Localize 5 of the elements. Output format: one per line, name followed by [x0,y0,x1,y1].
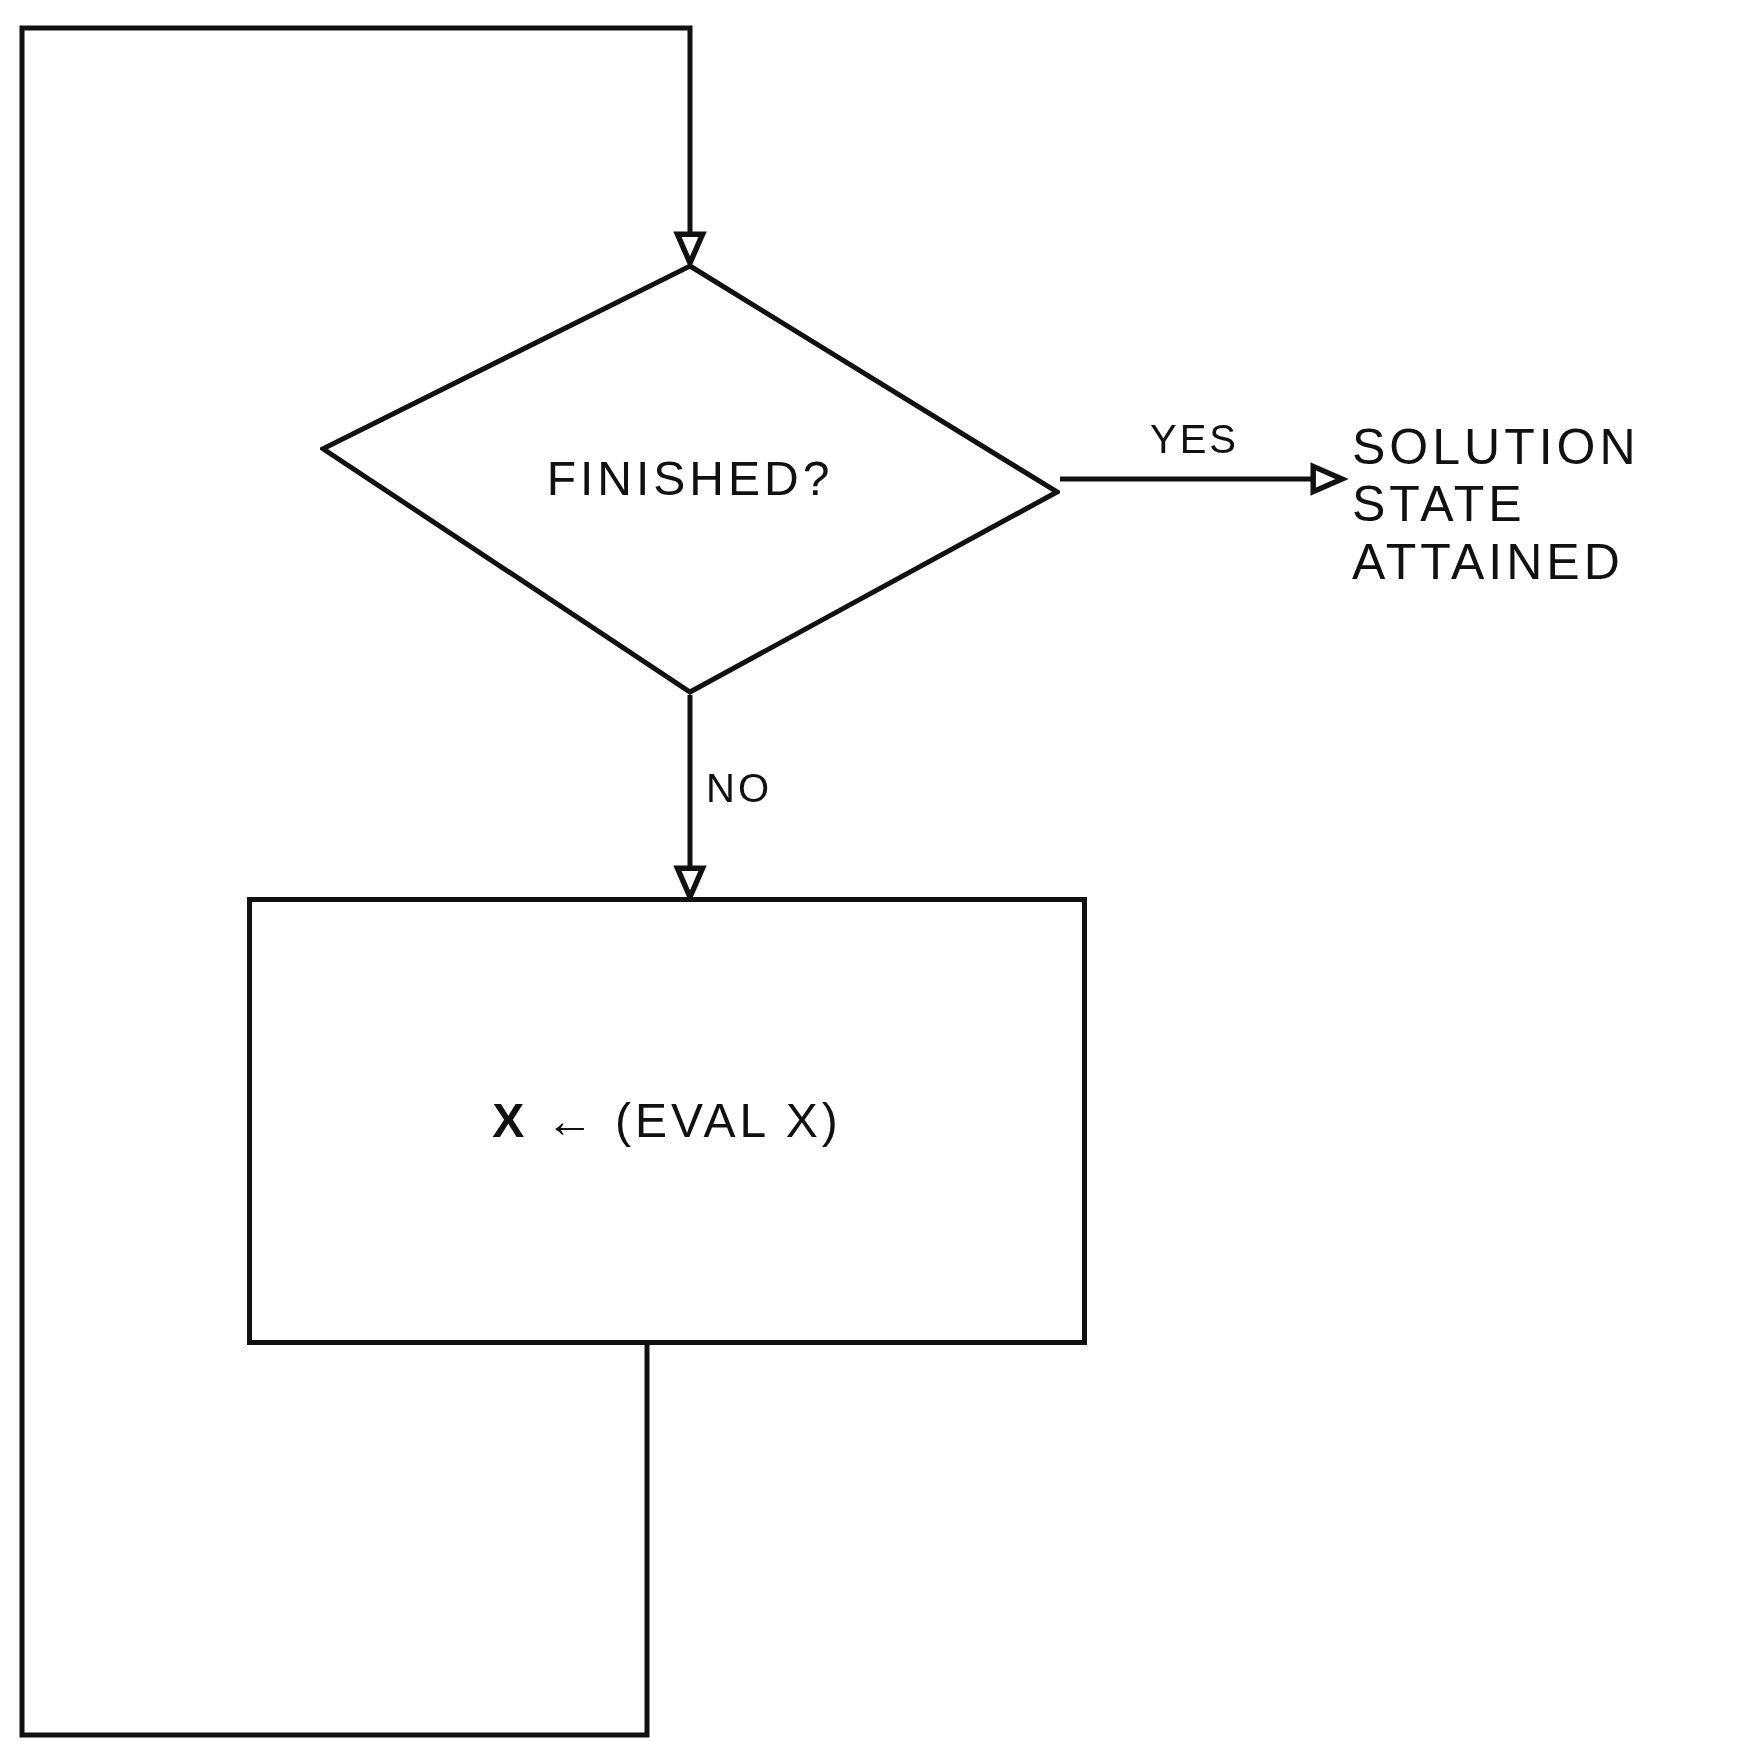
outcome-text: SOLUTION STATE ATTAINED [1352,418,1641,592]
process-box [247,897,1087,1345]
node-label: X ← (EVAL X) [492,1093,842,1149]
node-label: FINISHED? [546,451,834,507]
arrow [19,25,706,1738]
